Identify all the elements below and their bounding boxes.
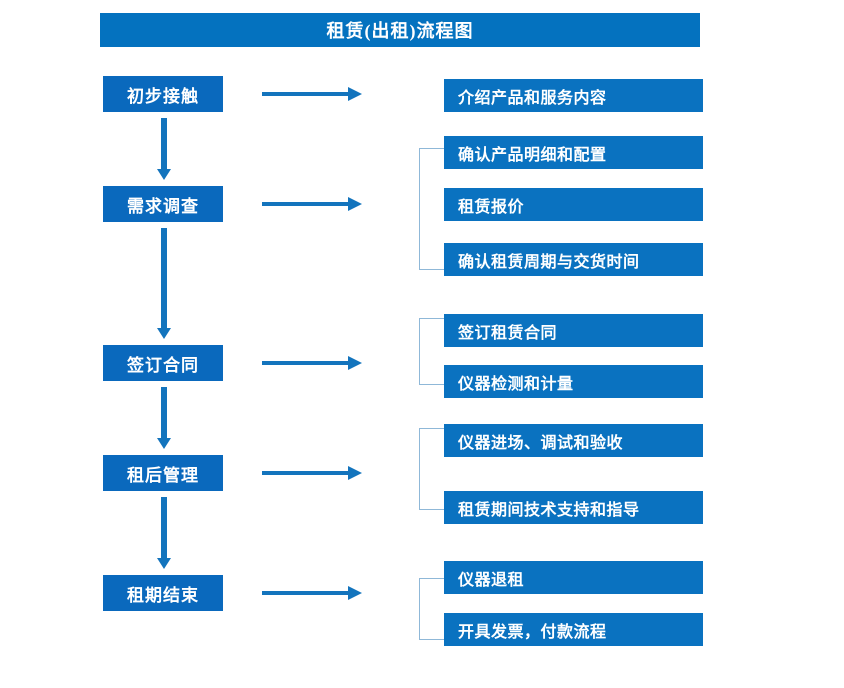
stage-box-2[interactable]: 需求调查 — [103, 186, 223, 222]
vertical-arrow-4 — [157, 497, 171, 569]
horizontal-arrow-4 — [262, 466, 362, 480]
vertical-arrow-3 — [157, 387, 171, 449]
vertical-arrow-1 — [157, 118, 171, 180]
horizontal-arrow-5 — [262, 586, 362, 600]
detail-box-3[interactable]: 租赁报价 — [444, 188, 703, 221]
horizontal-arrow-3 — [262, 356, 362, 370]
detail-box-7[interactable]: 仪器进场、调试和验收 — [444, 424, 703, 457]
bracket-group-2 — [419, 148, 444, 270]
detail-box-10[interactable]: 开具发票，付款流程 — [444, 613, 703, 646]
vertical-arrow-2 — [157, 228, 171, 339]
detail-box-9[interactable]: 仪器退租 — [444, 561, 703, 594]
detail-box-2[interactable]: 确认产品明细和配置 — [444, 136, 703, 169]
stage-box-5[interactable]: 租期结束 — [103, 575, 223, 611]
detail-box-6[interactable]: 仪器检测和计量 — [444, 365, 703, 398]
detail-box-1[interactable]: 介绍产品和服务内容 — [444, 79, 703, 112]
bracket-group-4 — [419, 428, 444, 510]
stage-box-1[interactable]: 初步接触 — [103, 76, 223, 112]
stage-box-4[interactable]: 租后管理 — [103, 455, 223, 491]
detail-box-4[interactable]: 确认租赁周期与交货时间 — [444, 243, 703, 276]
detail-box-8[interactable]: 租赁期间技术支持和指导 — [444, 491, 703, 524]
chart-title: 租赁(出租)流程图 — [100, 13, 700, 47]
detail-box-5[interactable]: 签订租赁合同 — [444, 314, 703, 347]
bracket-group-5 — [419, 578, 444, 640]
stage-box-3[interactable]: 签订合同 — [103, 345, 223, 381]
bracket-group-3 — [419, 318, 444, 385]
horizontal-arrow-1 — [262, 87, 362, 101]
horizontal-arrow-2 — [262, 197, 362, 211]
